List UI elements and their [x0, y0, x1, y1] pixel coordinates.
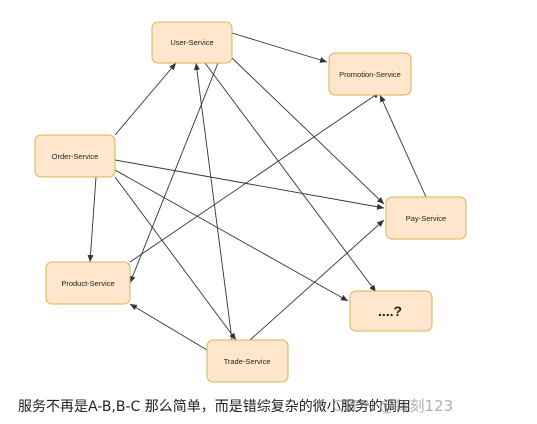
node-order-service-label: Order-Service — [52, 152, 99, 161]
edge-pay-to-promotion — [379, 94, 427, 198]
node-user-service: User-Service — [151, 21, 233, 64]
edge-user-to-pay — [231, 57, 385, 205]
node-user-service-label: User-Service — [170, 38, 213, 47]
node-promotion-service-label: Promotion-Service — [339, 70, 401, 79]
node-trade-service-label: Trade-Service — [224, 357, 271, 366]
node-order-service: Order-Service — [34, 134, 116, 178]
node-product-service-label: Product-Service — [61, 279, 114, 288]
node-trade-service: Trade-Service — [206, 339, 289, 383]
edges — [87, 32, 427, 357]
edge-user-to-promotion — [231, 32, 328, 63]
node-pay-service-label: Pay-Service — [406, 214, 446, 223]
edge-order-to-product — [87, 176, 97, 263]
watermark-text: CSDN @每刻123 — [332, 397, 454, 415]
edge-order-to-trade — [114, 176, 237, 341]
edge-trade-to-pay — [249, 219, 385, 341]
edge-trade-product-bidirectional — [129, 303, 215, 357]
edge-order-to-pay — [114, 159, 385, 210]
edge-user-to-product — [129, 62, 219, 284]
node-product-service: Product-Service — [45, 261, 131, 305]
edge-trade-to-user — [193, 62, 233, 341]
node-pay-service: Pay-Service — [385, 196, 467, 240]
node-unknown-service: ....? — [349, 290, 433, 332]
edge-order-to-unknown — [114, 169, 349, 302]
diagram-caption: 服务不再是A-B,B-C 那么简单，而是错综复杂的微小服务的调用 — [18, 399, 411, 415]
edge-order-to-user — [114, 62, 177, 136]
edge-product-to-promotion — [129, 91, 381, 263]
node-unknown-service-label: ....? — [378, 303, 402, 319]
node-promotion-service: Promotion-Service — [328, 52, 412, 96]
edge-user-to-unknown — [204, 62, 377, 293]
